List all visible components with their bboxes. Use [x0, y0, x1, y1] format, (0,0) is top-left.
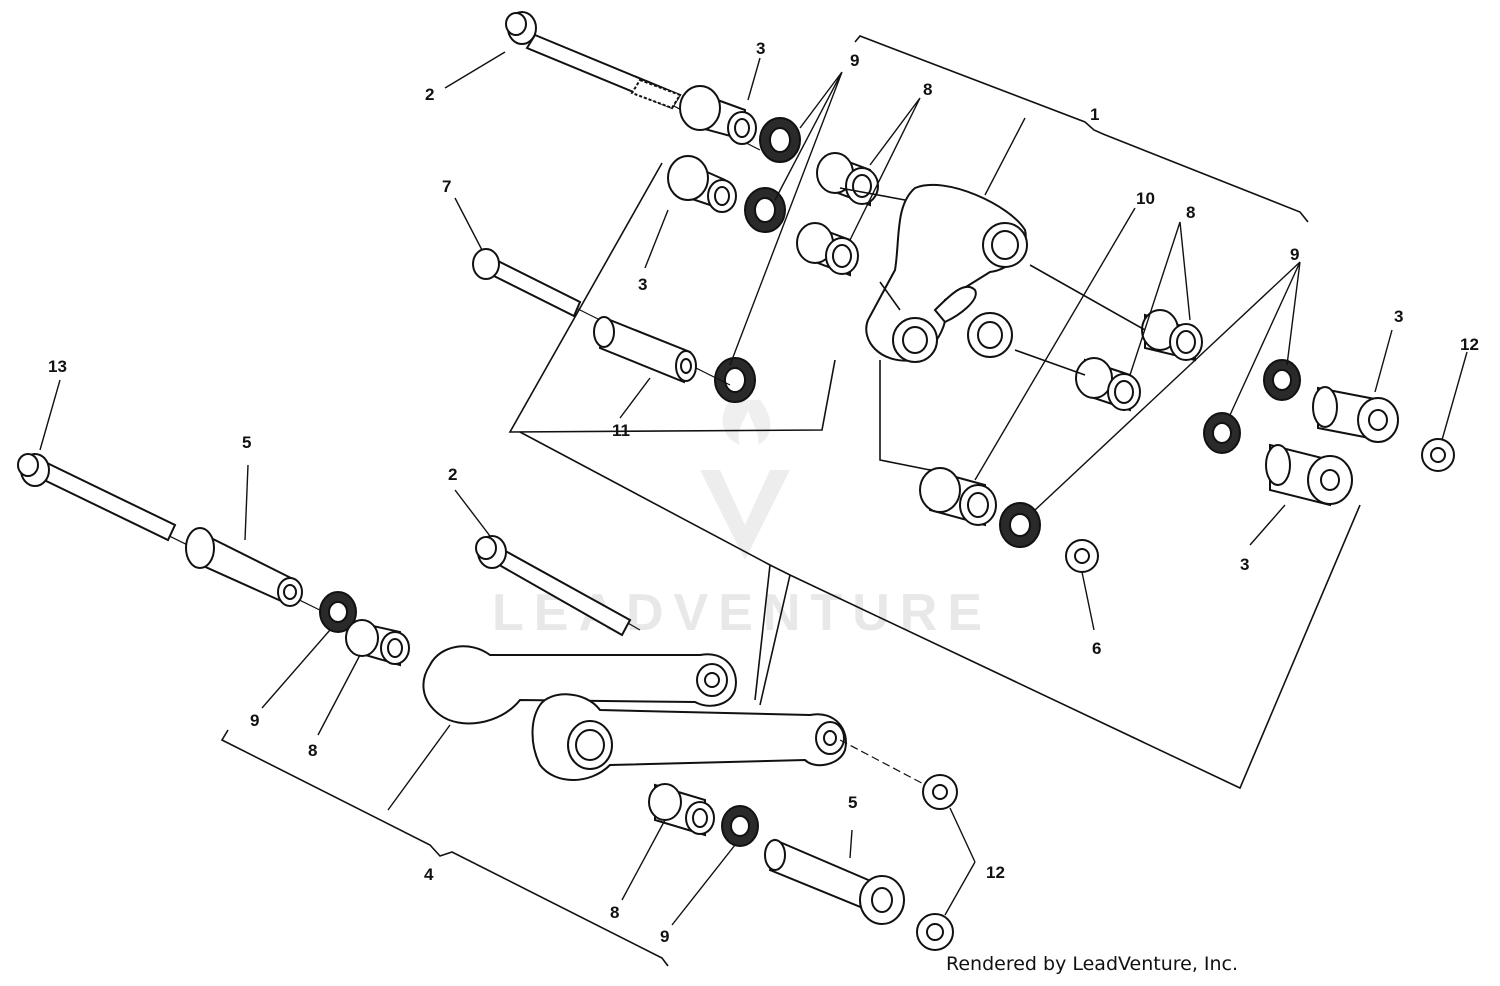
callout-3-top: 3 [756, 39, 765, 58]
bushing-3-right-b [1265, 443, 1353, 507]
callout-9-right: 9 [1290, 245, 1299, 264]
bearing-8-upper-a [816, 152, 879, 207]
bushing-5-left [185, 527, 303, 607]
bushing-3-right-a [1312, 386, 1399, 443]
bearing-8-lower-right [648, 783, 715, 837]
bolt-2-upper [505, 11, 761, 151]
bearing-10 [919, 467, 997, 527]
callout-9-lower-right: 9 [660, 927, 669, 946]
callout-13: 13 [48, 357, 67, 376]
lower-bolt-bracket [754, 564, 791, 706]
callout-6: 6 [1092, 639, 1101, 658]
callout-3-right-b: 3 [1240, 555, 1249, 574]
link-1 [865, 183, 1028, 363]
callout-5-right: 5 [848, 793, 857, 812]
callout-8-right: 8 [1186, 203, 1195, 222]
bushing-5-right [764, 838, 905, 925]
bearing-8-upper-b [796, 222, 859, 277]
bearing-8-right-b [1075, 357, 1141, 412]
callout-11: 11 [612, 421, 630, 440]
assembly-1-bracket [854, 35, 1309, 223]
callout-12-lower: 12 [986, 863, 1005, 882]
bearing-8-lower-left [345, 619, 410, 667]
assembly-4-bracket [220, 729, 669, 967]
callout-7: 7 [442, 177, 451, 196]
bolt-7 [472, 248, 731, 386]
callout-9-lower-left: 9 [250, 711, 259, 730]
callout-5-left: 5 [242, 433, 251, 452]
spacer-11 [593, 316, 697, 384]
callout-9-top: 9 [850, 51, 859, 70]
bushing-3-middle [667, 155, 737, 213]
leader-lines [39, 51, 1468, 926]
render-credit: Rendered by LeadVenture, Inc. [946, 953, 1239, 975]
bearing-8-right-a [1141, 309, 1203, 362]
callout-4: 4 [424, 865, 434, 884]
callout-8-top: 8 [923, 80, 932, 99]
bushing-3-top [679, 85, 757, 145]
callout-2-lower: 2 [448, 465, 457, 484]
callout-2-upper: 2 [425, 85, 434, 104]
callout-3-middle: 3 [638, 275, 647, 294]
lower-group-bracket [508, 162, 836, 433]
callout-3-right-a: 3 [1394, 307, 1403, 326]
callout-10: 10 [1136, 189, 1155, 208]
leadventure-watermark: LEADVENTURE [492, 400, 982, 642]
link-4-axis [839, 739, 936, 791]
callout-8-lower-left: 8 [308, 741, 317, 760]
link-4 [422, 645, 847, 781]
callout-1: 1 [1090, 105, 1099, 124]
callout-8-lower-right: 8 [610, 903, 619, 922]
bolt-2-lower [475, 535, 641, 637]
callout-12-right: 12 [1460, 335, 1479, 354]
